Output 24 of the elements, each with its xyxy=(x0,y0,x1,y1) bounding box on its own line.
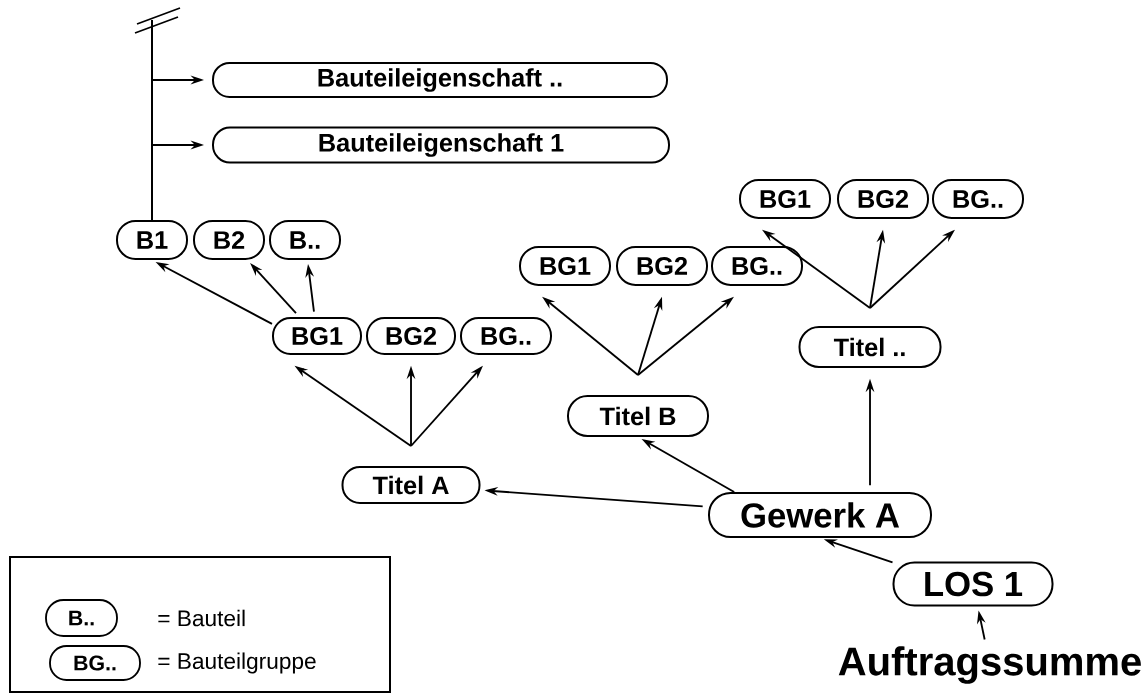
legend-text: = Bauteil xyxy=(158,609,245,627)
group-box: BG.. xyxy=(932,179,1024,219)
group-box: BG2 xyxy=(366,317,456,355)
group-box: BG1 xyxy=(739,179,831,219)
title-box: Titel .. xyxy=(798,326,942,368)
legend-sample: BG.. xyxy=(49,645,141,681)
title-box: Titel B xyxy=(567,395,709,437)
lot-box: LOS 1 xyxy=(892,561,1054,607)
component-box: B2 xyxy=(193,220,265,260)
property-box: Bauteileigenschaft 1 xyxy=(212,126,670,164)
legend-sample: B.. xyxy=(45,599,118,637)
group-box: BG.. xyxy=(711,246,803,286)
component-box: B.. xyxy=(269,220,341,260)
group-box: BG.. xyxy=(460,317,552,355)
trade-box: Gewerk A xyxy=(708,492,932,538)
group-box: BG1 xyxy=(272,317,362,355)
total-label: Auftragssumme xyxy=(838,646,1141,684)
title-box: Titel A xyxy=(341,466,481,504)
component-box: B1 xyxy=(116,220,188,260)
property-box: Bauteileigenschaft .. xyxy=(212,62,668,98)
group-box: BG2 xyxy=(616,246,708,286)
legend-text: = Bauteilgruppe xyxy=(158,652,316,674)
group-box: BG1 xyxy=(519,246,611,286)
group-box: BG2 xyxy=(837,179,929,219)
